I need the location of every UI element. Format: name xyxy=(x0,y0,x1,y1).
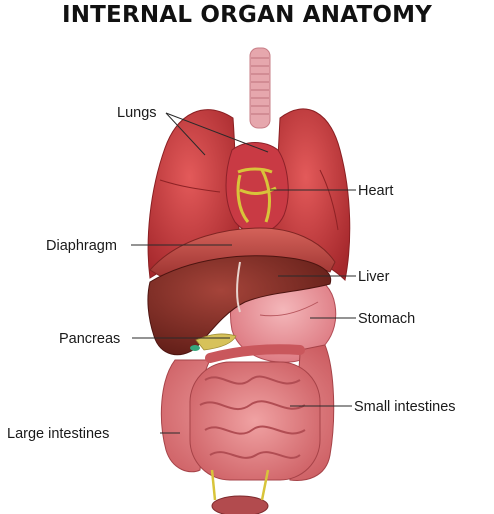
page-title: INTERNAL ORGAN ANATOMY xyxy=(61,2,433,28)
label-stomach: Stomach xyxy=(358,311,415,327)
label-heart: Heart xyxy=(358,183,393,199)
label-large-intestines: Large intestines xyxy=(7,426,109,442)
trachea xyxy=(249,47,271,129)
small-intestine xyxy=(189,361,321,481)
label-liver: Liver xyxy=(358,269,390,285)
bladder xyxy=(211,495,269,514)
leader-lines xyxy=(131,112,356,434)
heart xyxy=(225,142,289,234)
label-pancreas: Pancreas xyxy=(59,331,120,347)
label-lungs: Lungs xyxy=(117,105,157,121)
label-small-intestines: Small intestines xyxy=(354,399,456,415)
label-diaphragm: Diaphragm xyxy=(46,238,117,254)
